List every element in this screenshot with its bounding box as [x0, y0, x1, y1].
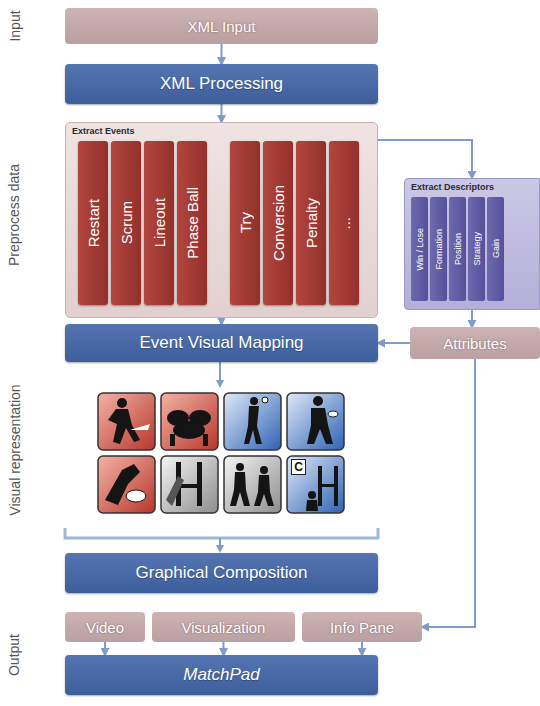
decoration: [308, 491, 316, 499]
box-label: Graphical Composition: [136, 563, 308, 583]
box-label: Attributes: [443, 335, 506, 352]
decoration: [166, 476, 184, 506]
event-bar: Gain: [487, 197, 504, 301]
box-label: Penalty: [303, 198, 320, 248]
decoration: [244, 406, 262, 444]
player-silhouettes: [105, 396, 338, 511]
box-label: Formation: [434, 229, 444, 270]
box-label: XML Processing: [160, 74, 283, 94]
group-box: Extract DescriptorsWin / Lose Formation Po…: [404, 178, 540, 310]
flow-arrow: [219, 362, 221, 386]
event-bar: Lineout: [144, 141, 174, 305]
group-heading: Extract Descriptors: [411, 182, 494, 192]
group-panel: [72, 136, 209, 310]
decoration: [98, 393, 155, 450]
flow-connector: [378, 342, 410, 344]
decoration: [236, 463, 244, 471]
event-bar: Win / Lose: [411, 197, 428, 301]
process-box: Video: [65, 612, 145, 642]
section-label: Input: [6, 10, 22, 41]
decoration: [170, 434, 175, 446]
process-box: Graphical Composition: [65, 553, 378, 593]
flow-connector: [361, 642, 363, 655]
group-box: Extract EventsRestart Scrum Lineout Phase B…: [65, 122, 378, 318]
box-label: Try: [237, 212, 254, 233]
flow-connector: [223, 642, 225, 655]
flow-connector: [221, 44, 223, 64]
event-bar: Strategy: [468, 197, 485, 301]
box-label: Lineout: [151, 198, 168, 247]
process-box: XML Processing: [65, 64, 378, 104]
flow-connector: [378, 140, 472, 178]
box-label: Conversion: [270, 185, 287, 261]
process-box: Visualization: [152, 612, 295, 642]
event-bar: Conversion: [263, 141, 293, 305]
decoration: [254, 475, 274, 506]
decoration: [224, 393, 281, 450]
decoration: [108, 409, 140, 444]
decoration: [313, 396, 323, 406]
section-label: Preprocess data: [6, 164, 22, 266]
box-label: Scrum: [118, 201, 135, 244]
flow-connector: [422, 359, 475, 627]
process-box: Event Visual Mapping: [65, 324, 378, 362]
decoration: [98, 456, 155, 513]
group-heading: Extract Events: [72, 126, 135, 136]
decoration: [287, 393, 344, 450]
box-label: Visualization: [182, 619, 266, 636]
event-bar: Restart: [78, 141, 108, 305]
decoration: [203, 434, 208, 446]
event-bar: Penalty: [296, 141, 326, 305]
box-label: MatchPad: [183, 665, 260, 685]
box-label: XML Input: [188, 18, 256, 35]
decoration: [318, 484, 338, 487]
decoration: [328, 411, 338, 417]
decoration: [173, 421, 205, 439]
section-label: Visual representation: [6, 384, 22, 515]
process-box: Attributes: [410, 327, 540, 359]
decoration: [262, 397, 268, 403]
process-box: Info Pane: [302, 612, 422, 642]
decoration: [230, 472, 250, 506]
decoration: [250, 397, 258, 405]
event-bar: Phase Ball: [177, 141, 207, 305]
event-bar: Position: [449, 197, 466, 301]
decoration: [117, 398, 127, 408]
event-bar: ...: [329, 141, 359, 305]
event-icons: [98, 393, 344, 513]
decoration: [130, 424, 150, 430]
box-label: Video: [86, 619, 124, 636]
box-label: Event Visual Mapping: [139, 333, 303, 353]
box-label: Phase Ball: [184, 187, 201, 259]
event-bar: Scrum: [111, 141, 141, 305]
decoration: [306, 500, 318, 511]
flow-connector: [471, 310, 473, 327]
icon-letter: C: [291, 459, 306, 475]
event-bar: Try: [230, 141, 260, 305]
box-label: ...: [336, 217, 353, 230]
group-bracket: [65, 528, 378, 538]
box-label: Position: [453, 233, 463, 265]
process-box: XML Input: [65, 8, 378, 44]
decoration: [161, 393, 218, 450]
decoration: [260, 466, 268, 474]
decoration: [287, 456, 344, 513]
section-label: Output: [6, 634, 22, 676]
event-bar: Formation: [430, 197, 447, 301]
decoration: [126, 490, 146, 502]
box-label: Win / Lose: [415, 228, 425, 271]
decoration: [224, 456, 281, 513]
decoration: [161, 456, 218, 513]
flow-connector: [104, 642, 106, 655]
process-box: MatchPad: [65, 655, 378, 695]
box-label: Restart: [85, 199, 102, 247]
box-label: Strategy: [472, 232, 482, 266]
box-label: Gain: [491, 239, 501, 258]
box-label: Info Pane: [330, 619, 394, 636]
flow-arrow: [219, 538, 221, 551]
flow-connector: [221, 104, 223, 122]
